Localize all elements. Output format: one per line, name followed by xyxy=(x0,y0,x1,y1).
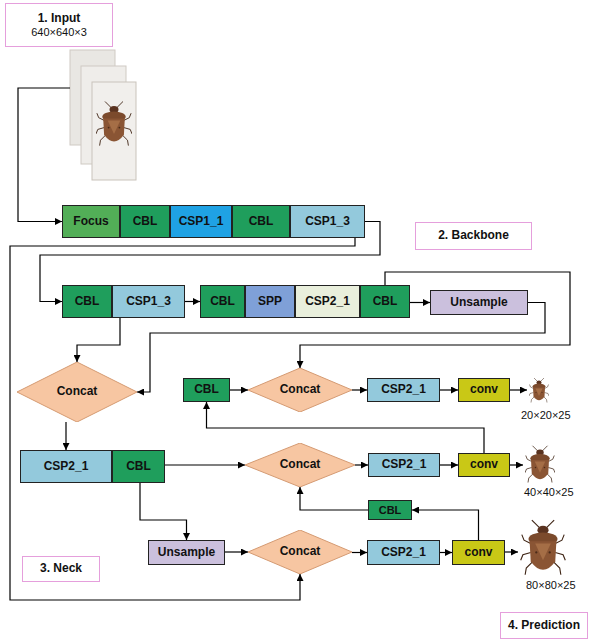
upsample-block: Unsample xyxy=(148,540,225,565)
arrow-connector xyxy=(412,510,479,540)
output-arrow xyxy=(505,551,518,552)
block-label: Concat xyxy=(280,458,321,472)
section-tag: 4. Prediction xyxy=(500,612,588,639)
bug-image xyxy=(521,520,566,575)
block-label: Concat xyxy=(57,385,98,399)
upsample-block: Unsample xyxy=(430,290,528,315)
csp-block: CSP1_3 xyxy=(112,285,185,318)
block-label: CBL xyxy=(75,295,100,309)
bug-image xyxy=(525,446,555,483)
section-title: 3. Neck xyxy=(40,562,82,576)
output-size: 80×80×25 xyxy=(526,579,576,591)
csp-block: CSP2_1 xyxy=(295,285,360,318)
arrow-connector xyxy=(165,464,245,465)
cbl-block: CBL xyxy=(120,205,170,238)
block-label: conv xyxy=(470,383,498,397)
cbl-block: CBL xyxy=(360,285,410,318)
section-tag: 1. Input640×640×3 xyxy=(5,3,113,47)
diamond-shape xyxy=(245,443,355,487)
csp-block: CSP2_1 xyxy=(367,378,440,402)
output-arrow xyxy=(510,464,523,465)
arrow-connector xyxy=(300,487,368,510)
conv-block: conv xyxy=(458,453,510,477)
block-label: CSP2_1 xyxy=(382,458,427,472)
cbl-block: CBL xyxy=(183,378,230,402)
block-label: conv xyxy=(470,458,498,472)
arrow-connector xyxy=(140,483,187,540)
block-label: CBL xyxy=(379,504,402,517)
arrow-connector xyxy=(185,301,200,302)
csp-block: CSP1_1 xyxy=(170,205,232,238)
concat-diamond: Concat xyxy=(248,368,352,412)
block-label: CBL xyxy=(210,295,235,309)
output-size: 20×20×25 xyxy=(521,409,571,421)
cbl-block: CBL xyxy=(112,450,165,483)
block-label: conv xyxy=(464,546,492,560)
diamond-shape xyxy=(17,362,137,422)
block-label: Concat xyxy=(280,545,321,559)
block-label: Concat xyxy=(280,383,321,397)
block-label: CSP2_1 xyxy=(305,295,350,309)
arrow-connector xyxy=(225,551,248,552)
arrow-connector xyxy=(65,422,66,450)
block-label: SPP xyxy=(258,295,282,309)
cbl-block: CBL xyxy=(62,285,112,318)
block-label: CSP2_1 xyxy=(381,546,426,560)
conv-block: conv xyxy=(458,378,510,402)
spp-block: SPP xyxy=(245,285,295,318)
arrow-connector xyxy=(77,318,120,362)
arrow-connector xyxy=(207,402,485,453)
arrow-connector xyxy=(230,389,248,390)
arrow-connector xyxy=(410,302,430,303)
arrow-connector xyxy=(352,389,367,390)
concat-diamond: Concat xyxy=(248,530,352,574)
section-title: 2. Backbone xyxy=(438,229,509,243)
bug-image xyxy=(529,378,549,403)
focus-block: Focus xyxy=(62,205,120,238)
csp-block: CSP1_3 xyxy=(290,205,365,238)
block-label: Unsample xyxy=(158,546,215,560)
block-label: CBL xyxy=(373,295,398,309)
arrow-connector xyxy=(440,552,452,553)
block-label: CSP1_1 xyxy=(179,215,224,229)
output-size: 40×40×25 xyxy=(524,486,574,498)
cbl-block: CBL xyxy=(368,500,412,520)
output-arrow xyxy=(510,389,527,390)
diamond-shape xyxy=(248,368,352,412)
block-label: CSP2_1 xyxy=(44,460,89,474)
diamond-shape xyxy=(248,530,352,574)
bug-image xyxy=(96,102,132,146)
concat-diamond: Concat xyxy=(17,362,137,422)
section-title: 4. Prediction xyxy=(508,619,580,633)
section-tag: 2. Backbone xyxy=(415,222,532,250)
section-title: 640×640×3 xyxy=(31,26,87,39)
block-label: CSP2_1 xyxy=(381,383,426,397)
arrow-connector xyxy=(440,464,458,465)
block-label: CBL xyxy=(194,383,219,397)
csp-block: CSP2_1 xyxy=(368,453,440,477)
csp-block: CSP2_1 xyxy=(20,450,112,483)
block-label: CSP1_3 xyxy=(305,215,350,229)
block-label: CSP1_3 xyxy=(126,295,171,309)
image-card xyxy=(92,82,136,180)
arrow-connector xyxy=(440,389,458,390)
conv-block: conv xyxy=(452,540,505,565)
input-line xyxy=(18,88,70,222)
block-label: Unsample xyxy=(450,296,507,310)
section-title: 1. Input xyxy=(38,12,81,26)
section-tag: 3. Neck xyxy=(22,556,100,582)
block-label: CBL xyxy=(126,460,151,474)
block-label: CBL xyxy=(133,215,158,229)
block-label: CBL xyxy=(249,215,274,229)
cbl-block: CBL xyxy=(232,205,290,238)
concat-diamond: Concat xyxy=(245,443,355,487)
block-label: Focus xyxy=(73,215,108,229)
cbl-block: CBL xyxy=(200,285,245,318)
arrow-connector xyxy=(355,464,368,465)
csp-block: CSP2_1 xyxy=(367,540,440,565)
arrow-connector xyxy=(352,552,367,553)
